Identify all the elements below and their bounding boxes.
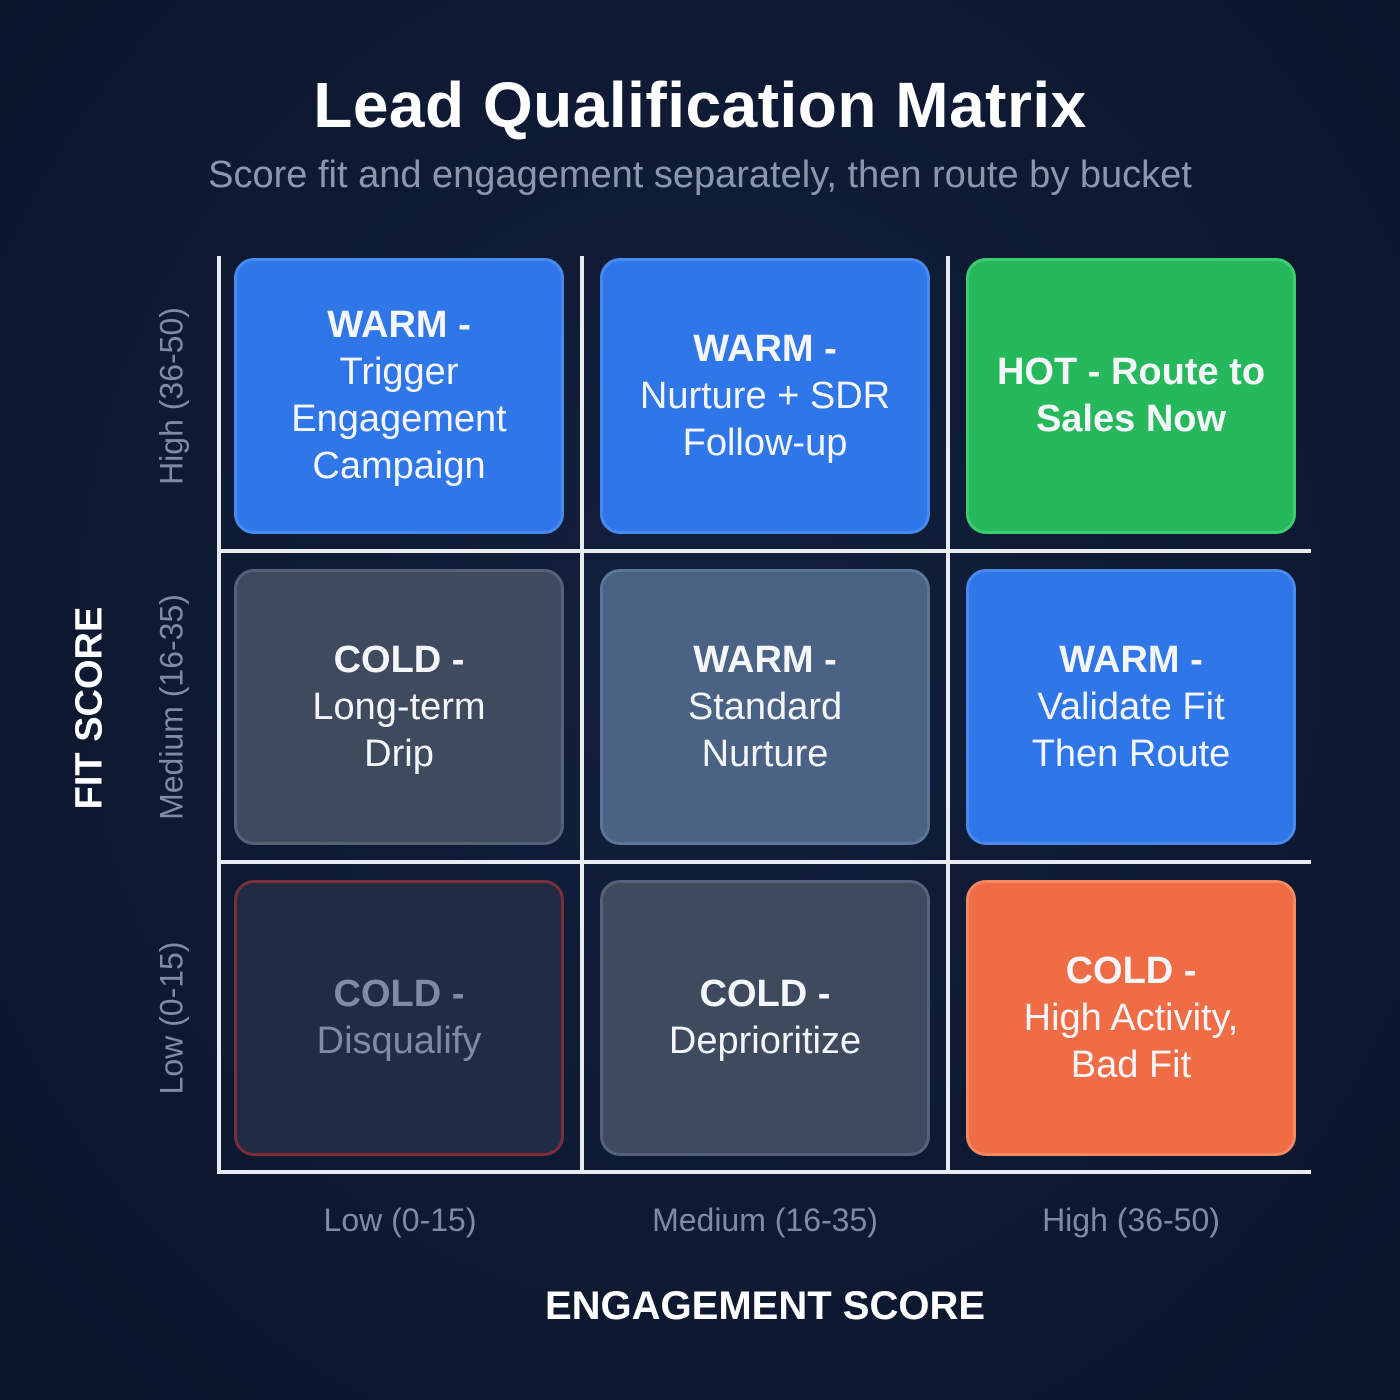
cell-high-fit-low-engagement[interactable]: WARM - Trigger Engagement Campaign (234, 258, 564, 534)
cell-bucket: WARM - (327, 304, 471, 346)
cell-bucket: COLD - (333, 638, 465, 681)
cell-action: Validate Fit Then Route (1031, 685, 1231, 775)
grid-divider-v1 (580, 256, 584, 1174)
cell-low-fit-medium-engagement[interactable]: COLD - Deprioritize (600, 880, 930, 1156)
x-label-high: High (36-50) (1042, 1202, 1220, 1238)
cell-action: Deprioritize (668, 1020, 862, 1062)
cell-action: Long-term Drip (312, 685, 486, 775)
cell-low-fit-low-engagement[interactable]: COLD - Disqualify (234, 880, 564, 1156)
x-label-low: Low (0-15) (323, 1202, 477, 1238)
grid-divider-v2 (946, 256, 950, 1174)
cell-action: Standard Nurture (687, 685, 843, 775)
y-label-low: Low (0-15) (153, 941, 190, 1095)
cell-bucket: WARM - (693, 638, 837, 681)
grid-axis-bottom (217, 1170, 1311, 1174)
cell-action: Trigger Engagement Campaign (291, 351, 507, 487)
page-title: Lead Qualification Matrix (313, 69, 1087, 141)
cell-action: Sales Now (1035, 398, 1227, 440)
cell-medium-fit-high-engagement[interactable]: WARM -Validate Fit Then Route (966, 569, 1296, 845)
cell-action: Nurture + SDR Follow-up (639, 374, 891, 464)
grid-axis-left (217, 256, 221, 1174)
cell-medium-fit-medium-engagement[interactable]: WARM -Standard Nurture (600, 569, 930, 845)
cell-medium-fit-low-engagement[interactable]: COLD -Long-term Drip (234, 569, 564, 845)
cell-bucket: WARM - (1059, 638, 1203, 681)
grid-divider-h2 (217, 860, 1311, 864)
cell-bucket: HOT - Route to (996, 351, 1266, 393)
cell-high-fit-high-engagement[interactable]: HOT - Route to Sales Now (966, 258, 1296, 534)
y-label-high: High (36-50) (153, 307, 190, 485)
cell-bucket: COLD - (333, 973, 465, 1015)
x-axis-title: ENGAGEMENT SCORE (544, 1284, 986, 1328)
cell-bucket: WARM - (693, 327, 837, 370)
cell-action: High Activity, Bad Fit (1023, 996, 1239, 1086)
y-label-medium: Medium (16-35) (153, 594, 190, 820)
y-axis-title: FIT SCORE (68, 606, 111, 810)
cell-bucket: COLD - (699, 973, 831, 1015)
x-label-medium: Medium (16-35) (652, 1202, 878, 1238)
cell-bucket: COLD - (1065, 949, 1197, 992)
cell-low-fit-high-engagement[interactable]: COLD -High Activity, Bad Fit (966, 880, 1296, 1156)
cell-high-fit-medium-engagement[interactable]: WARM -Nurture + SDR Follow-up (600, 258, 930, 534)
page-subtitle: Score fit and engagement separately, the… (208, 154, 1192, 196)
cell-action: Disqualify (316, 1020, 482, 1062)
grid-divider-h1 (217, 549, 1311, 553)
